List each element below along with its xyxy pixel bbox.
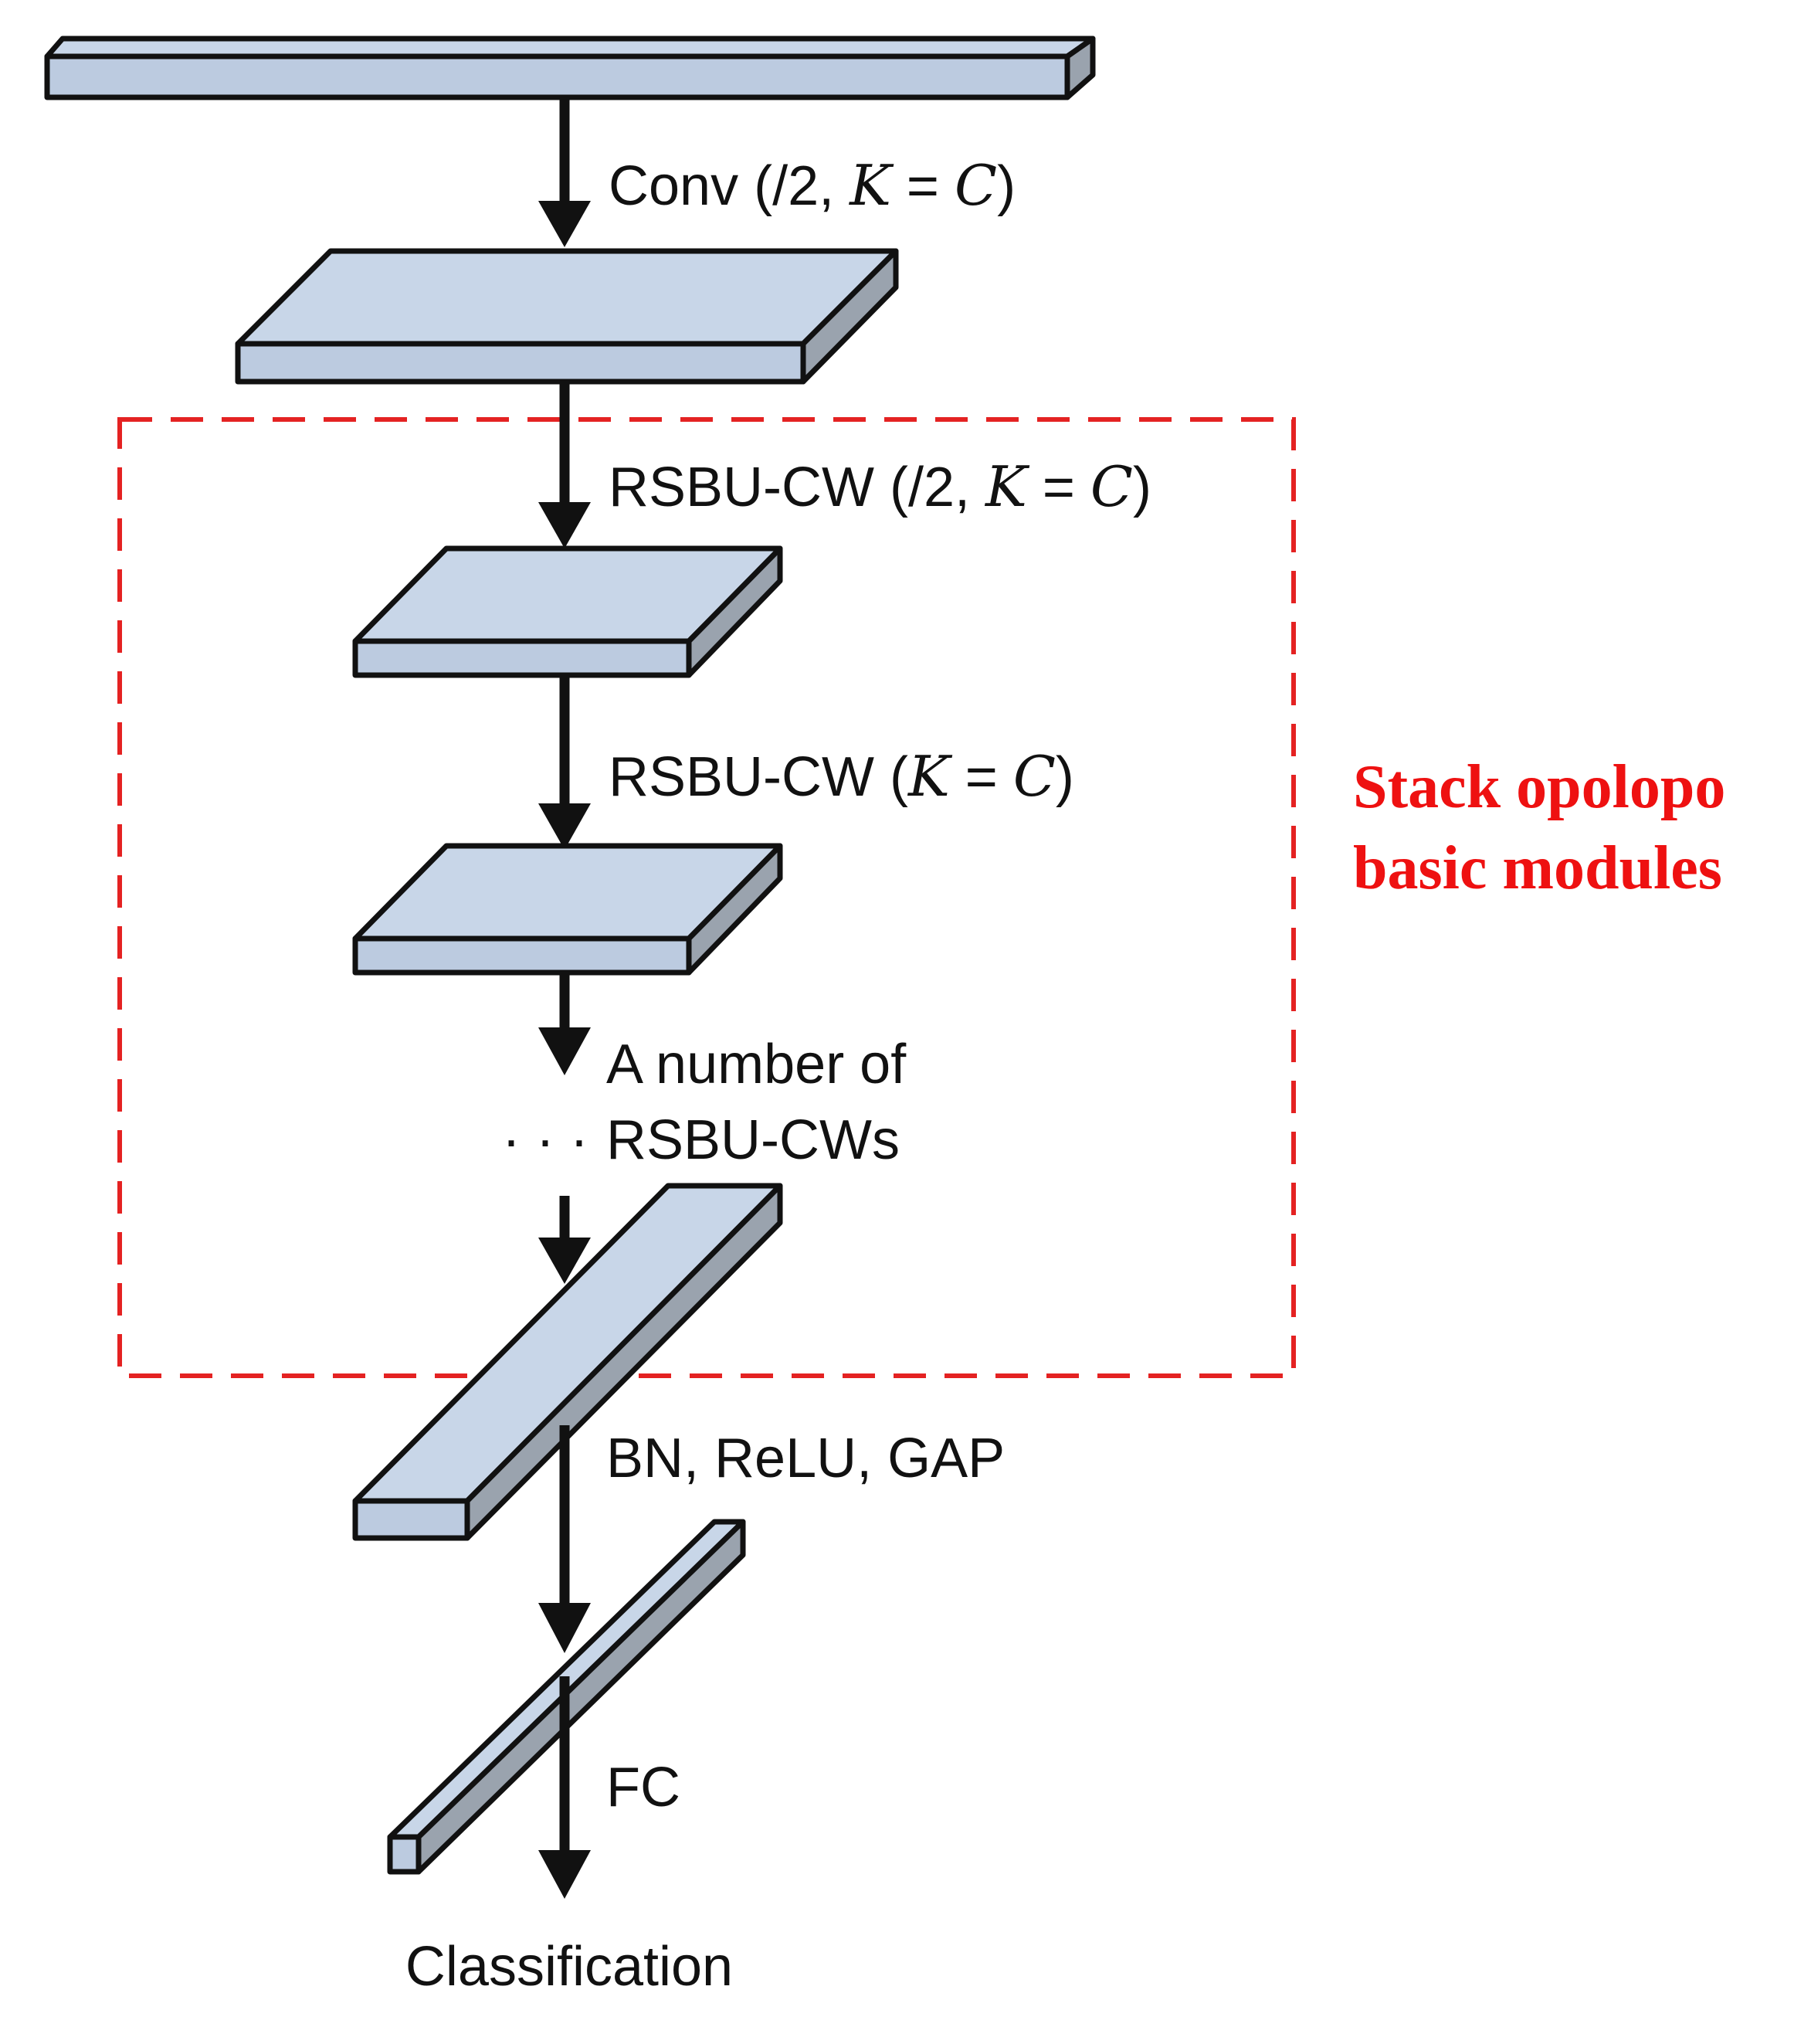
repeat-label-line1: A number of bbox=[606, 1034, 907, 1095]
ellipsis: · · · bbox=[502, 1109, 588, 1171]
classification-label: Classification bbox=[405, 1936, 733, 1998]
repeat-label-line2: RSBU-CWs bbox=[606, 1109, 900, 1171]
annotation-line-1: Stack opolopo bbox=[1353, 753, 1725, 821]
stacked-modules-box bbox=[117, 417, 1296, 1378]
rsbu-cw-2-output-layer bbox=[352, 843, 783, 976]
rsbu-cw-2-arrow bbox=[538, 675, 591, 850]
rsbu-cw-2-label: RSBU-CW (K = C) bbox=[609, 744, 1074, 809]
conv-arrow bbox=[538, 97, 591, 247]
rsbu-cw-repeat-arrow bbox=[538, 973, 591, 1075]
bn-relu-gap-label: BN, ReLU, GAP bbox=[606, 1428, 1005, 1489]
fc-label: FC bbox=[606, 1757, 680, 1818]
fc-arrow bbox=[538, 1676, 591, 1899]
gap-arrow bbox=[538, 1425, 591, 1653]
conv-output-layer bbox=[235, 248, 899, 385]
conv-label: Conv (/2, K = C) bbox=[609, 153, 1016, 218]
rsbu-cw-n-arrow bbox=[538, 1196, 591, 1284]
rsbu-cw-1-arrow bbox=[538, 382, 591, 548]
input-layer bbox=[44, 36, 1096, 100]
annotation-line-2: basic modules bbox=[1353, 834, 1722, 902]
rsbu-cw-n-output-layer bbox=[352, 1183, 783, 1541]
rsbu-cw-1-output-layer bbox=[352, 545, 783, 678]
rsbu-cw-1-label: RSBU-CW (/2, K = C) bbox=[609, 454, 1151, 519]
